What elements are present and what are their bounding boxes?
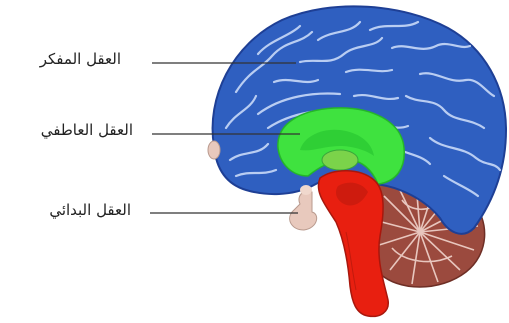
label-emotional-brain: العقل العاطفي [41,121,133,139]
brainstem [318,171,388,317]
label-primitive-brain: العقل البدائي [49,201,131,219]
label-thinking-brain: العقل المفكر [40,50,121,68]
